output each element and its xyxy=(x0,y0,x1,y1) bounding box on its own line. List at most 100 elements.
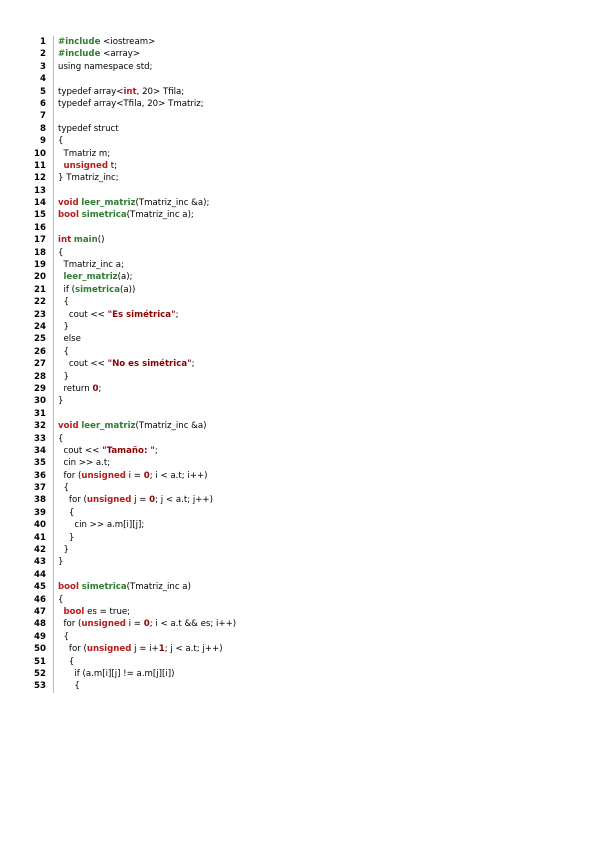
gutter-divider xyxy=(53,544,54,557)
code-text-token: <array> xyxy=(100,49,141,60)
code-text-token: (Tmatriz_inc a) xyxy=(126,582,191,593)
line-number: 35 xyxy=(34,458,46,469)
code-text-token: ; xyxy=(98,383,102,394)
gutter-divider xyxy=(53,519,54,532)
gutter-divider xyxy=(53,122,54,136)
code-text: } xyxy=(58,395,63,407)
code-text: { xyxy=(58,680,79,692)
line-number: 4 xyxy=(40,74,46,85)
code-text-token: (Tmatriz_inc &a); xyxy=(135,198,210,209)
code-line: 10 Tmatriz m; xyxy=(0,147,599,160)
gutter-divider xyxy=(53,184,54,198)
code-text-token: i = xyxy=(125,470,144,481)
code-line: 31 xyxy=(0,407,599,421)
code-text-token: ; xyxy=(191,359,195,370)
code-text: for (unsigned j = i+1; j < a.t; j++) xyxy=(58,643,223,655)
code-text: int main() xyxy=(58,234,104,246)
keyword-token: bool xyxy=(58,210,79,221)
function-name-token: main xyxy=(73,235,98,246)
gutter-divider xyxy=(53,593,54,606)
line-number: 13 xyxy=(34,185,46,196)
line-number: 46 xyxy=(34,594,46,605)
line-number: 6 xyxy=(40,98,46,109)
line-number: 45 xyxy=(34,582,46,593)
code-line: 52 if (a.m[i][j] != a.m[j][i]) xyxy=(0,667,599,681)
gutter-divider xyxy=(53,643,54,656)
function-name-token: leer_matriz xyxy=(81,198,136,209)
string-literal-token: "Es simétrica" xyxy=(107,309,176,320)
gutter-divider xyxy=(53,444,54,458)
code-text-token: for ( xyxy=(58,619,82,630)
line-number: 38 xyxy=(34,495,46,506)
gutter-divider xyxy=(53,618,54,631)
code-text-token: (Tmatriz_inc a); xyxy=(126,210,194,221)
code-text: void leer_matriz(Tmatriz_inc &a) xyxy=(58,420,206,432)
code-line: 39 { xyxy=(0,506,599,520)
code-text-token: { xyxy=(58,297,69,308)
code-text-token: cout << xyxy=(58,309,108,320)
gutter-divider xyxy=(53,308,54,321)
code-text-token: <iostream> xyxy=(100,37,156,47)
line-number: 36 xyxy=(34,470,46,481)
code-text: { xyxy=(58,594,63,606)
line-number: 34 xyxy=(34,445,46,456)
gutter-divider xyxy=(53,370,54,383)
function-name-token: leer_matriz xyxy=(63,272,118,283)
code-text: { xyxy=(58,631,69,643)
code-line: 38 for (unsigned j = 0; j < a.t; j++) xyxy=(0,494,599,507)
code-text: typedef struct xyxy=(58,123,119,135)
code-line: 29 return 0; xyxy=(0,382,599,396)
code-text-token: if (a.m[i][j] != a.m[j][i]) xyxy=(58,668,175,679)
gutter-divider xyxy=(53,97,54,111)
code-text: unsigned t; xyxy=(58,160,117,172)
code-text-token: (a)) xyxy=(120,284,136,295)
code-line: 22 { xyxy=(0,296,599,309)
code-line: 36 for (unsigned i = 0; i < a.t; i++) xyxy=(0,469,599,483)
code-line: 27 cout << "No es simétrica"; xyxy=(0,358,599,371)
code-text: if (simetrica(a)) xyxy=(58,284,135,296)
code-text: { xyxy=(58,296,69,308)
code-line: 46 { xyxy=(0,593,599,606)
code-text: Tmatriz_inc a; xyxy=(58,259,124,271)
code-text-token: return xyxy=(58,383,93,394)
code-text-token: } xyxy=(58,545,69,556)
code-line: 47 bool es = true; xyxy=(0,605,599,619)
code-text: bool simetrica(Tmatriz_inc a) xyxy=(58,581,191,593)
line-number: 12 xyxy=(34,173,46,184)
line-number: 29 xyxy=(34,383,46,394)
code-line: 51 { xyxy=(0,655,599,668)
line-number: 3 xyxy=(40,61,46,72)
code-text-token: { xyxy=(58,631,69,642)
line-number: 44 xyxy=(34,569,46,580)
code-text: void leer_matriz(Tmatriz_inc &a); xyxy=(58,197,209,209)
code-text-token: { xyxy=(58,247,64,258)
code-text: cout << "Es simétrica"; xyxy=(58,309,179,321)
code-text-token: Tmatriz_inc a; xyxy=(58,260,124,271)
keyword-token: void xyxy=(58,421,79,432)
code-line: 24 } xyxy=(0,320,599,334)
code-line: 23 cout << "Es simétrica"; xyxy=(0,308,599,321)
line-number: 41 xyxy=(34,532,46,543)
preprocessor-token: #include xyxy=(58,37,101,47)
gutter-divider xyxy=(53,655,54,668)
line-number: 40 xyxy=(34,520,46,531)
gutter-divider xyxy=(53,73,54,86)
code-text-token: } xyxy=(58,532,75,543)
gutter-divider xyxy=(53,197,54,210)
keyword-token: int xyxy=(58,235,72,246)
code-text: { xyxy=(58,247,63,259)
code-text-token: cin >> a.t; xyxy=(58,458,111,469)
string-literal-token: "No es simétrica" xyxy=(107,359,192,370)
code-line: 37 { xyxy=(0,482,599,495)
code-line: 40 cin >> a.m[i][j]; xyxy=(0,519,599,532)
preprocessor-token: #include xyxy=(58,49,101,60)
line-number: 11 xyxy=(34,160,46,171)
gutter-divider xyxy=(53,320,54,334)
gutter-divider xyxy=(53,531,54,545)
gutter-divider xyxy=(53,296,54,309)
code-text: #include <array> xyxy=(58,48,140,60)
gutter-divider xyxy=(53,568,54,582)
